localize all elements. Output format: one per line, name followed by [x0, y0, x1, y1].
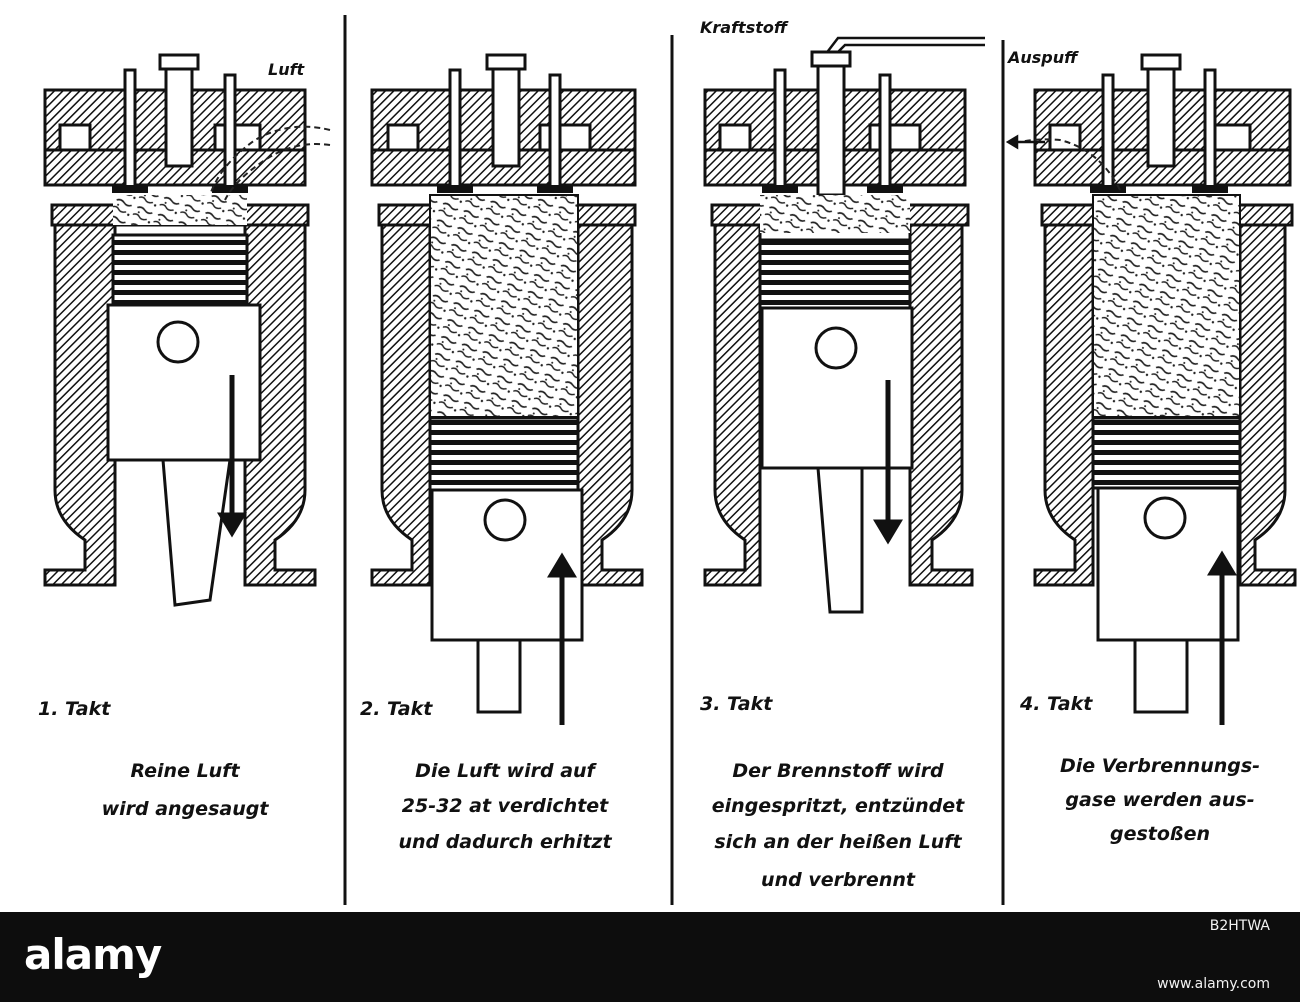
svg-text:wird angesaugt: wird angesaugt	[102, 798, 270, 820]
engine-power-stroke	[703, 50, 974, 614]
engine-exhaust-stroke	[1005, 53, 1297, 725]
svg-text:25-32 at verdichtet: 25-32 at verdichtet	[402, 795, 609, 817]
engine-compression-stroke	[370, 53, 644, 725]
svg-text:Die Luft wird auf: Die Luft wird auf	[415, 760, 597, 782]
svg-text:gase werden aus-: gase werden aus-	[1065, 789, 1254, 811]
stroke-title-2: 2. Takt	[360, 698, 433, 720]
svg-text:Der Brennstoff wird: Der Brennstoff wird	[732, 760, 944, 782]
watermark-image-id: B2HTWA	[1209, 918, 1270, 934]
engine-intake-stroke	[43, 53, 331, 607]
caption-stroke-3: Der Brennstoff wird eingespritzt, entzün…	[712, 760, 965, 891]
stroke-title-4: 4. Takt	[1019, 693, 1093, 715]
svg-text:eingespritzt, entzündet: eingespritzt, entzündet	[712, 795, 965, 817]
caption-stroke-4: Die Verbrennungs- gase werden aus- gesto…	[1060, 755, 1260, 845]
watermark-brand: alamy	[24, 930, 162, 979]
caption-stroke-2: Die Luft wird auf 25-32 at verdichtet un…	[398, 760, 612, 853]
watermark-url: www.alamy.com	[1157, 976, 1270, 992]
svg-text:und verbrennt: und verbrennt	[761, 869, 916, 891]
label-exhaust: Auspuff	[1006, 48, 1079, 67]
caption-stroke-1: Reine Luft wird angesaugt	[102, 760, 270, 820]
svg-text:Reine Luft: Reine Luft	[130, 760, 240, 782]
fuel-line	[831, 43, 985, 59]
fuel-line	[824, 36, 985, 56]
svg-text:Die Verbrennungs-: Die Verbrennungs-	[1060, 755, 1260, 777]
watermark-bar: alamy B2HTWA www.alamy.com	[0, 912, 1300, 1002]
label-air: Luft	[268, 60, 306, 79]
stroke-title-1: 1. Takt	[38, 698, 111, 720]
stroke-title-3: 3. Takt	[700, 693, 773, 715]
svg-text:gestoßen: gestoßen	[1110, 823, 1210, 845]
svg-text:sich an der heißen Luft: sich an der heißen Luft	[714, 831, 962, 853]
label-fuel: Kraftstoff	[700, 18, 789, 37]
svg-text:und dadurch erhitzt: und dadurch erhitzt	[398, 831, 612, 853]
